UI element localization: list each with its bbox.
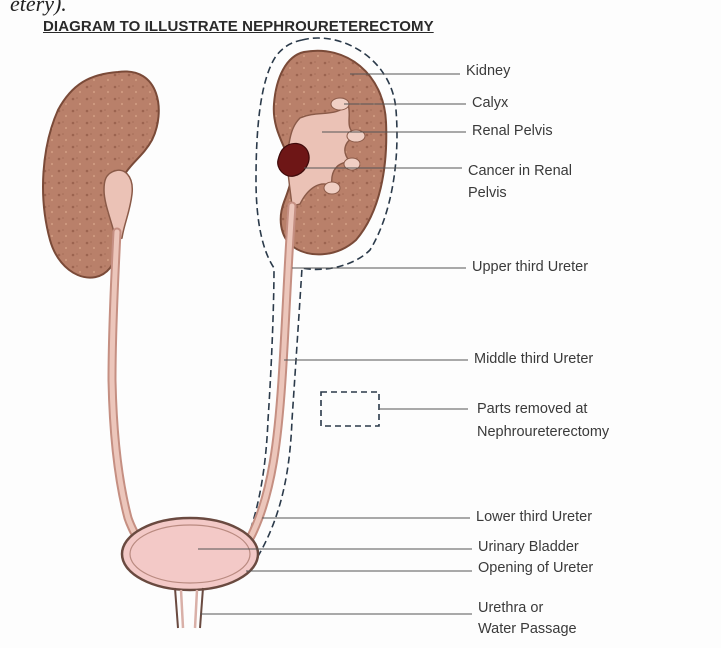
label-middle-third-ureter: Middle third Ureter	[474, 350, 593, 369]
label-parts-removed-line2: Nephroureterectomy	[477, 423, 609, 442]
label-lower-third-ureter: Lower third Ureter	[476, 508, 592, 527]
label-urinary-bladder: Urinary Bladder	[478, 538, 579, 557]
urethra	[175, 588, 203, 628]
label-parts-removed-line1: Parts removed at	[477, 400, 587, 419]
legend-dashed-box	[321, 392, 379, 426]
left-kidney	[43, 71, 159, 277]
label-renal-pelvis: Renal Pelvis	[472, 122, 553, 141]
label-cancer-line1: Cancer in Renal	[468, 162, 572, 181]
label-upper-third-ureter: Upper third Ureter	[472, 258, 588, 277]
label-opening-of-ureter: Opening of Ureter	[478, 559, 593, 578]
label-calyx: Calyx	[472, 94, 508, 113]
label-cancer-line2: Pelvis	[468, 184, 507, 203]
urinary-bladder	[122, 518, 258, 628]
label-kidney: Kidney	[466, 62, 510, 81]
label-urethra-line2: Water Passage	[478, 620, 577, 639]
label-urethra-line1: Urethra or	[478, 599, 543, 618]
